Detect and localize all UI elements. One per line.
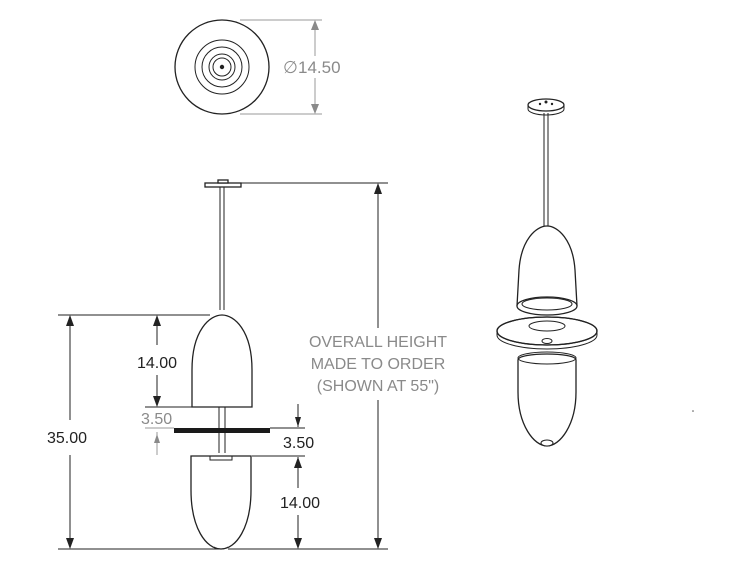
top-view-cap-inner <box>212 57 232 77</box>
arrow-up-icon <box>154 434 160 443</box>
iso-connector <box>541 338 553 344</box>
fixture-height-value: 35.00 <box>47 430 87 447</box>
iso-screw <box>550 102 554 106</box>
arrow-up-icon <box>311 20 319 30</box>
upper-shade <box>191 314 253 408</box>
lower-shade-height-value: 14.00 <box>280 495 320 512</box>
iso-disc-hub <box>528 320 566 332</box>
disc <box>174 428 270 433</box>
arrow-down-icon <box>153 396 161 407</box>
arrow-down-icon <box>374 538 382 549</box>
top-view: ∅ 14.50 <box>174 19 341 115</box>
iso-lower-shade <box>517 353 577 447</box>
dimension-text-mask <box>308 56 322 78</box>
overall-height-note-line-3: (SHOWN AT 55") <box>317 378 439 395</box>
lower-shade-cap <box>209 455 233 461</box>
top-view-center-point <box>219 64 225 70</box>
isometric-view <box>496 98 694 447</box>
iso-upper-shade <box>516 225 578 307</box>
diameter-value: 14.50 <box>298 58 341 77</box>
lower-shade <box>190 455 252 550</box>
diameter-symbol: ∅ <box>283 58 298 77</box>
arrow-up-icon <box>153 315 161 326</box>
arrow-down-icon <box>66 538 74 549</box>
iso-lower-shade-opening <box>517 351 577 365</box>
arrow-up-icon <box>294 457 302 468</box>
stray-mark <box>692 410 694 412</box>
lower-shade-tip <box>213 546 229 550</box>
iso-screw <box>544 100 548 104</box>
arrow-down-icon <box>294 538 302 549</box>
iso-upper-shade-rim <box>516 296 578 316</box>
canopy-cap <box>217 179 229 184</box>
arrow-up-icon <box>66 315 74 326</box>
iso-lower-shade-tip <box>540 439 554 447</box>
top-view-ring <box>194 39 250 95</box>
iso-canopy-side <box>527 105 565 116</box>
front-view: 35.00 14.00 3.50 3.50 14.00 OVERALL HEIG <box>47 179 447 550</box>
overall-height-note-line-1: OVERALL HEIGHT <box>309 334 447 351</box>
iso-screw <box>538 102 542 106</box>
iso-upper-shade-opening <box>521 297 573 311</box>
iso-disc-outline <box>496 316 598 346</box>
arrow-up-icon <box>374 183 382 194</box>
upper-gap-value: 3.50 <box>141 411 172 428</box>
upper-shade-height-value: 14.00 <box>137 355 177 372</box>
top-view-ring-inner <box>201 46 243 88</box>
arrow-down-icon <box>311 104 319 114</box>
overall-height-note-line-2: MADE TO ORDER <box>311 356 446 373</box>
arrow-down-icon <box>295 417 301 427</box>
top-view-cap <box>208 53 236 81</box>
lower-gap-value: 3.50 <box>283 435 314 452</box>
iso-disc-edge <box>496 331 598 350</box>
